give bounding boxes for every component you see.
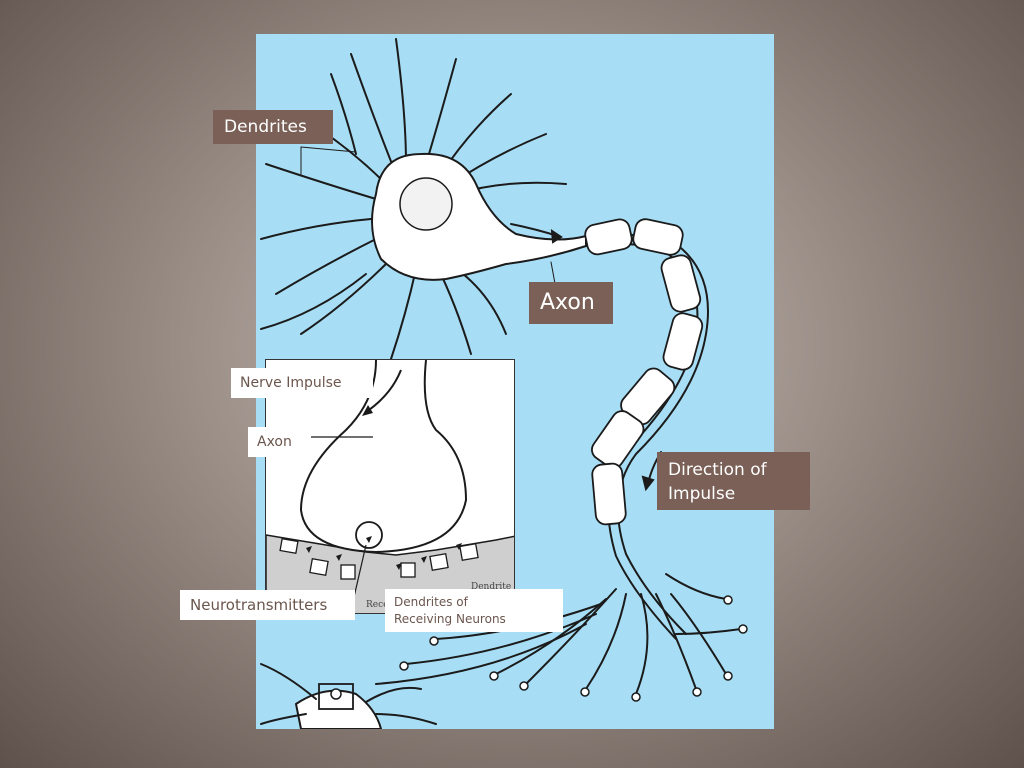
dendrite-branch [275, 238, 377, 295]
axon-terminal [655, 593, 697, 690]
synapse-illustration [266, 360, 514, 613]
neurotransmitter-molecule [306, 546, 312, 553]
dendrite-branch [365, 686, 422, 703]
inset-receiving-fragment: Rece [366, 600, 389, 610]
neurotransmitter-molecule [456, 543, 462, 550]
receptor-site [279, 537, 299, 555]
receptor-site [400, 562, 416, 578]
dendrite-branch [300, 258, 392, 335]
terminal-bulb [692, 687, 702, 697]
terminal-bulb [519, 681, 529, 691]
receptor-site [309, 557, 329, 577]
receptor-site [429, 552, 449, 572]
myelin-segment [662, 312, 704, 371]
neurotransmitter-molecule [396, 563, 402, 570]
dendrite-branch [260, 663, 317, 700]
neurotransmitters-label: Neurotransmitters [180, 590, 355, 620]
axon-terminal [675, 628, 742, 635]
terminal-bulb [580, 687, 590, 697]
dendrite-branch [390, 268, 417, 360]
myelin-segment [660, 254, 702, 313]
dendrite-branch [260, 218, 372, 240]
axon-main-label: Axon [529, 282, 613, 324]
myelin-segment [591, 462, 627, 526]
synapse-inset: Dendrite Rece [265, 359, 515, 614]
terminal-bulb [489, 671, 499, 681]
terminal-bulb [738, 624, 748, 634]
receptor-site [459, 542, 479, 562]
myelin-segment [584, 218, 633, 256]
dendrite-branch [265, 163, 377, 200]
direction-of-impulse-label: Direction of Impulse [657, 452, 810, 510]
inset-dendrite-word: Dendrite [471, 582, 512, 592]
dendrite-branch [425, 58, 457, 165]
dendrites-pointer-line [300, 146, 357, 153]
axon-terminal [635, 593, 649, 695]
terminal-bulb [723, 671, 733, 681]
axon-terminal [670, 593, 727, 675]
neurotransmitter-molecule [336, 554, 342, 561]
terminal-bulb [429, 636, 439, 646]
dendrite-branch [260, 713, 307, 725]
dendrite-branch [330, 73, 357, 155]
neurotransmitter-molecule [421, 556, 427, 563]
dendrite-branch [350, 53, 397, 175]
myelin-segment [591, 410, 645, 469]
impulse-arrowhead [550, 229, 563, 244]
direction-label-line: Direction of [668, 460, 767, 480]
dendrite-branch [375, 713, 437, 725]
direction-label-line: Impulse [668, 484, 736, 504]
terminal-bulb [723, 595, 733, 605]
myelin-segment [632, 218, 684, 256]
receiving-label-line: Dendrites of [394, 595, 468, 609]
nucleus [399, 177, 453, 231]
receiving-label-line: Receiving Neurons [394, 612, 506, 626]
neuron-illustration [260, 38, 748, 729]
terminal-bulb [631, 692, 641, 702]
dendrites-label: Dendrites [213, 110, 333, 144]
dendrite-branch [395, 38, 407, 165]
nerve-impulse-label: Nerve Impulse [231, 368, 373, 398]
axon-inset-label: Axon [248, 427, 304, 457]
axon-terminal [585, 593, 627, 690]
dendrite-branch [260, 273, 367, 330]
terminal-bulb [330, 688, 342, 700]
axon-terminal [375, 623, 587, 685]
axon-terminal [405, 613, 597, 665]
axon-terminal-knob [299, 360, 468, 554]
axon-terminal [665, 573, 727, 600]
dendrites-of-receiving-neurons-label: Dendrites of Receiving Neurons [385, 589, 563, 632]
receptor-site [340, 564, 356, 580]
neurotransmitter-molecule [366, 536, 372, 543]
impulse-arrowhead [641, 475, 655, 492]
synaptic-vesicle [355, 521, 383, 549]
inset-locator-box [318, 683, 354, 710]
terminal-bulb [399, 661, 409, 671]
nerve-impulse-arrowhead [362, 405, 373, 416]
